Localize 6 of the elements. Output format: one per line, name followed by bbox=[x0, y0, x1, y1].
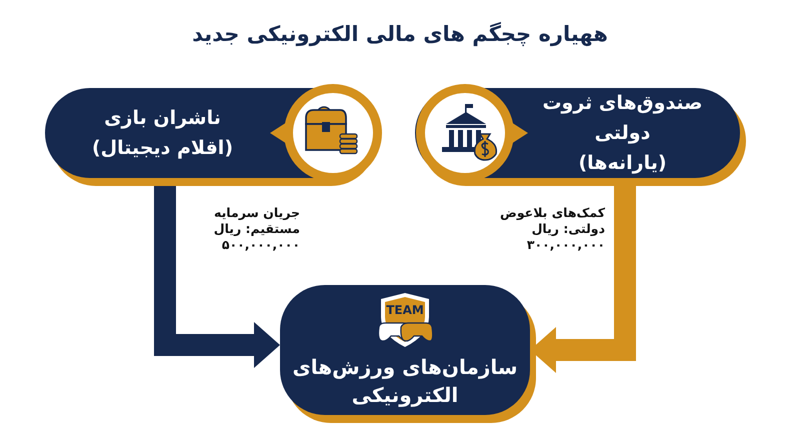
shield-label: TEAM bbox=[385, 303, 425, 317]
node-text: ناشران بازی (اقلام دیجیتال) bbox=[91, 106, 234, 161]
title: ههیاره چجگم های مالی الکترونیکی جدید bbox=[191, 22, 609, 46]
node-text: صندوق‌های ثروت دولتی (یارانه‌ها) bbox=[541, 91, 704, 176]
rounded-box bbox=[280, 285, 530, 415]
node-text: سازمان‌های ورزش‌های الکترونیکی bbox=[291, 354, 519, 409]
